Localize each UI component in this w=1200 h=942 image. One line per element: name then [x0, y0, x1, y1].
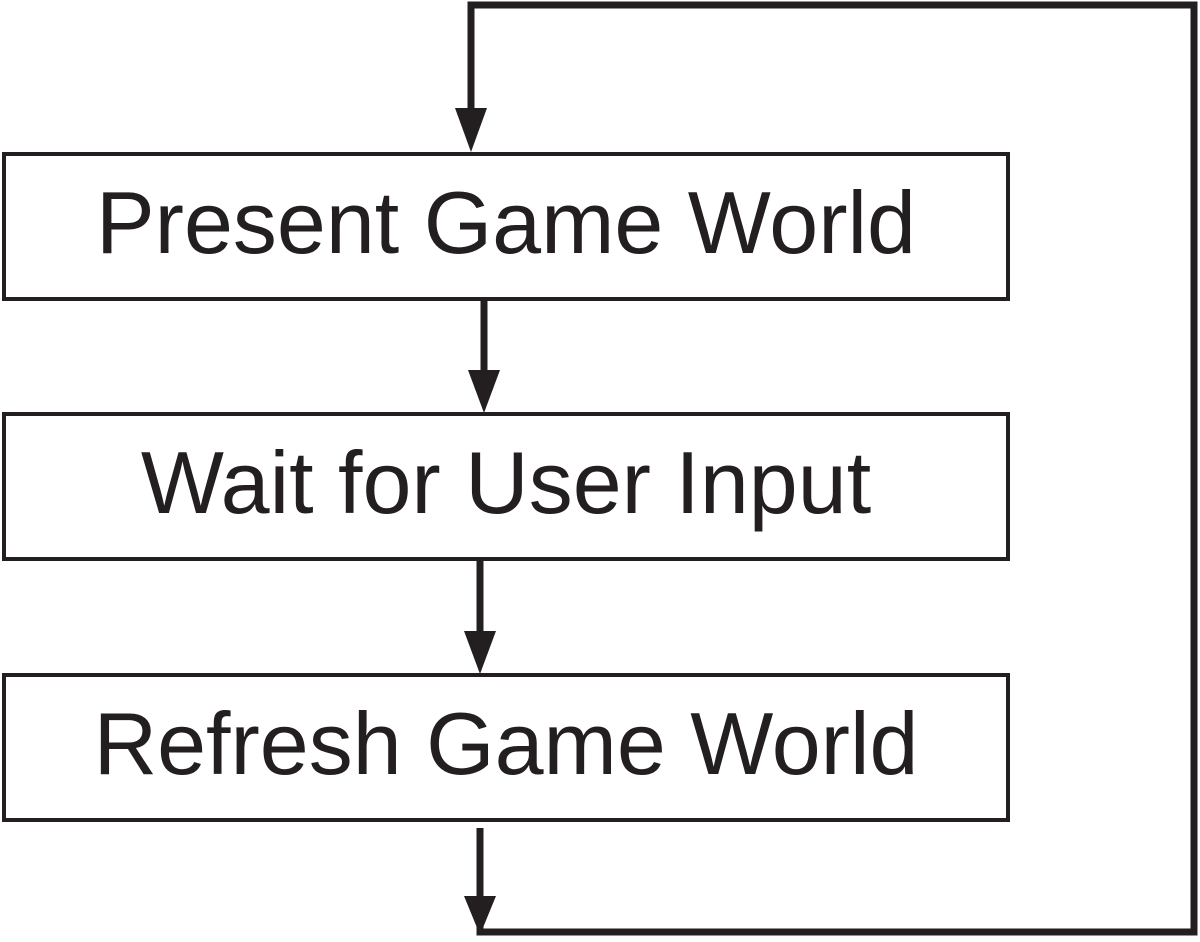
step-box-refresh-game-world: Refresh Game World [2, 673, 1010, 822]
arrow-present-to-wait-arrowhead [468, 370, 500, 413]
step-label-refresh: Refresh Game World [94, 694, 919, 793]
step-box-present-game-world: Present Game World [2, 152, 1010, 301]
step-label-wait: Wait for User Input [141, 433, 871, 532]
step-label-present: Present Game World [96, 173, 916, 272]
loop-arrow-into-present-arrowhead [455, 108, 487, 152]
step-box-wait-for-user-input: Wait for User Input [2, 412, 1010, 561]
step-box-present-frame [2, 152, 1010, 301]
step-box-refresh-frame [2, 673, 1010, 822]
step-box-wait-frame [2, 412, 1010, 561]
arrow-out-of-refresh-arrowhead [464, 896, 496, 935]
arrow-wait-to-refresh-arrowhead [464, 631, 496, 674]
